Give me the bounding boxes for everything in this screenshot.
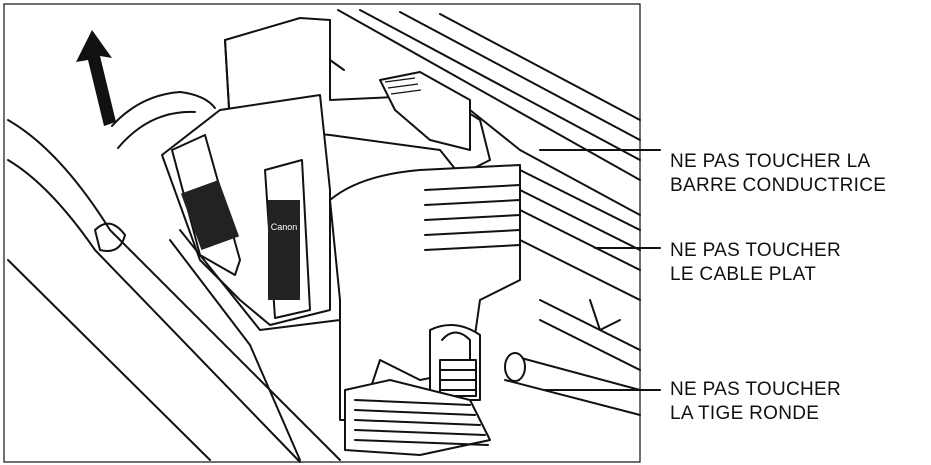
callout-line: NE PAS TOUCHER LA	[670, 151, 871, 172]
cable-plat	[424, 169, 641, 301]
callout-line: NE PAS TOUCHER	[670, 240, 842, 261]
carriage-body	[329, 164, 521, 421]
callout-flat-cable: NE PAS TOUCHER LE CABLE PLAT	[670, 239, 841, 287]
callout-line: NE PAS TOUCHER	[670, 379, 842, 400]
callout-round-rod: NE PAS TOUCHER LA TIGE RONDE	[670, 378, 841, 426]
callout-line: LA TIGE RONDE	[670, 403, 820, 424]
round-rod	[504, 352, 641, 416]
callout-line: BARRE CONDUCTRICE	[670, 175, 887, 196]
left-housing	[7, 119, 341, 461]
latch-lever	[379, 71, 471, 151]
upward-arrow-icon	[76, 30, 216, 149]
illustration-frame	[3, 3, 641, 463]
front-ribs	[344, 379, 491, 456]
ink-cartridge-black: Canon	[161, 94, 356, 326]
lock-lever	[429, 324, 481, 401]
callout-conductive-bar: NE PAS TOUCHER LA BARRE CONDUCTRICE	[670, 150, 886, 198]
callout-line: LE CABLE PLAT	[670, 264, 817, 285]
cartridge-brand-label: Canon	[271, 222, 298, 232]
conductive-bar	[337, 9, 641, 216]
